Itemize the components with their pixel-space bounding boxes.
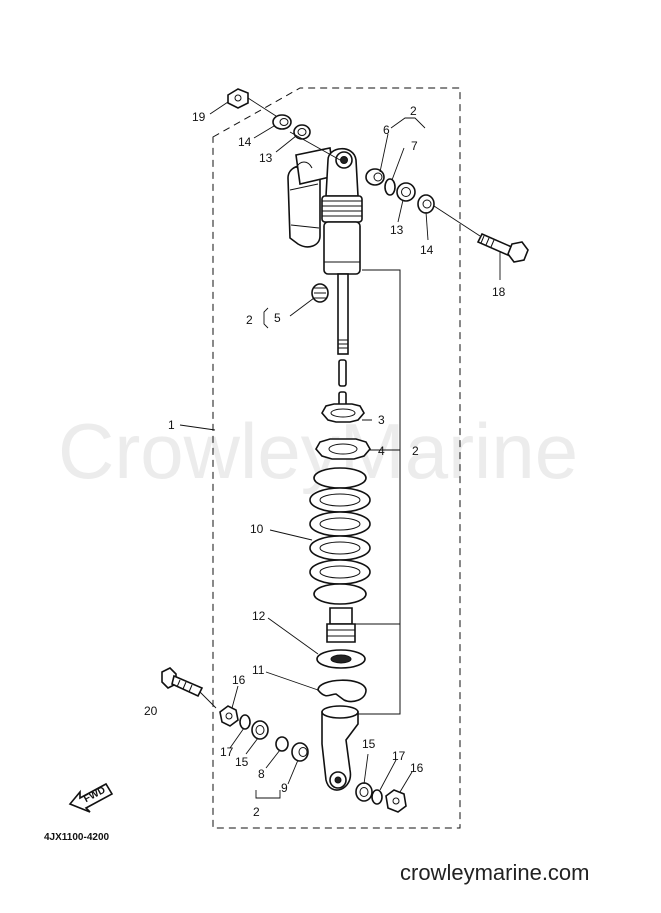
collar-14-right [417, 194, 435, 214]
callout-6: 6 [383, 123, 390, 137]
collar-14-top [272, 114, 292, 130]
collar-6 [365, 168, 385, 186]
callout-10: 10 [250, 522, 264, 536]
assembly-boundary [212, 87, 461, 829]
callout-labels: 19 14 13 2 6 7 13 14 18 2 5 1 3 4 2 10 1… [144, 104, 506, 819]
nut-16-left [219, 705, 239, 727]
bolt-20 [161, 667, 204, 698]
washer-17-left [239, 714, 251, 730]
callout-1: 1 [168, 418, 175, 432]
spring-10 [309, 467, 371, 605]
piston-rod [337, 273, 349, 355]
callout-14: 14 [420, 243, 434, 257]
bolt-19 [227, 88, 249, 109]
callout-13: 13 [259, 151, 273, 165]
callout-2: 2 [246, 313, 253, 327]
group-bracket-right [356, 269, 401, 715]
washer-17-right [371, 789, 383, 805]
callout-4: 4 [378, 444, 385, 458]
spring-seat-12 [316, 649, 366, 669]
callout-14: 14 [238, 135, 252, 149]
seal-15-left [251, 720, 269, 740]
seal-7 [384, 178, 396, 196]
callout-13: 13 [390, 223, 404, 237]
callout-16: 16 [410, 761, 424, 775]
nut-16-right [385, 789, 407, 813]
leader-lines [179, 97, 501, 799]
seal-13-top [293, 124, 311, 140]
footer-url: crowleymarine.com [400, 860, 590, 885]
callout-11: 11 [252, 663, 265, 677]
callout-7: 7 [411, 139, 418, 153]
callout-2: 2 [253, 805, 260, 819]
seal-13-right [396, 182, 416, 202]
callout-18: 18 [492, 285, 506, 299]
callout-20: 20 [144, 704, 158, 718]
seal-8 [275, 736, 289, 752]
callout-12: 12 [252, 609, 266, 623]
lower-clevis [321, 705, 359, 791]
callout-3: 3 [378, 413, 385, 427]
callout-17: 17 [220, 745, 234, 759]
callout-17: 17 [392, 749, 406, 763]
callout-8: 8 [258, 767, 265, 781]
shock-body [321, 147, 363, 275]
bump-stopper [326, 607, 356, 643]
callout-5: 5 [274, 311, 281, 325]
collar-9 [291, 742, 309, 762]
bolt-18 [476, 232, 529, 263]
adjuster-nut-3 [321, 403, 365, 423]
locknut-4 [315, 438, 371, 460]
callout-15: 15 [235, 755, 249, 769]
callout-9: 9 [281, 781, 288, 795]
callout-2: 2 [412, 444, 419, 458]
stopper-11 [317, 679, 367, 703]
fwd-arrow-icon: FWD [68, 782, 114, 813]
callout-19: 19 [192, 110, 206, 124]
callout-15: 15 [362, 737, 376, 751]
callout-2: 2 [410, 104, 417, 118]
seal-15-right [355, 782, 373, 802]
callout-16: 16 [232, 673, 246, 687]
bearing-5 [311, 283, 329, 303]
diagram-code: 4JX1100-4200 [44, 832, 110, 843]
